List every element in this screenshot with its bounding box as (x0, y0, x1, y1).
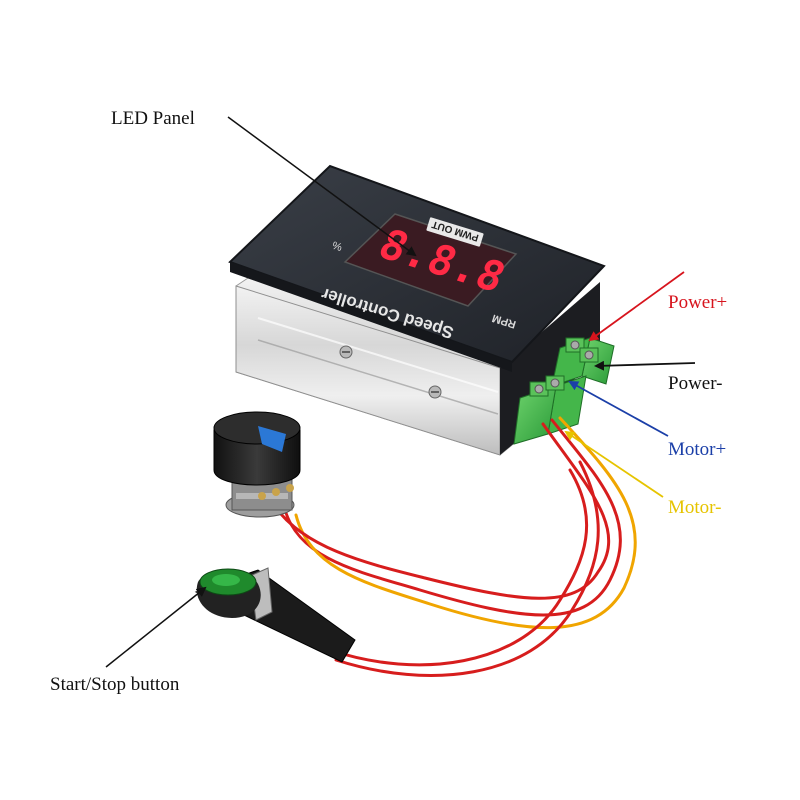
start-stop-label: Start/Stop button (50, 674, 180, 695)
power-plus-label: Power+ (668, 292, 728, 313)
motor-minus-pointer (564, 430, 664, 498)
power-minus-label: Power- (668, 373, 723, 394)
power-minus-pointer (594, 360, 696, 371)
knob-top (213, 411, 301, 445)
start-stop-pointer (105, 586, 207, 668)
percent-unit-label: % (331, 238, 344, 252)
potentiometer-pins (258, 484, 294, 500)
potentiometer (213, 411, 301, 518)
knob-indicator (258, 426, 286, 452)
motor-plus-label: Motor+ (668, 439, 727, 460)
motor-minus-label: Motor- (668, 497, 722, 518)
start-stop-switch (194, 567, 356, 663)
wiring (272, 416, 637, 677)
led-panel-pointer (227, 116, 417, 257)
led-panel-label: LED Panel (111, 108, 195, 129)
power-plus-pointer (588, 271, 685, 342)
motor-plus-pointer (568, 381, 669, 437)
